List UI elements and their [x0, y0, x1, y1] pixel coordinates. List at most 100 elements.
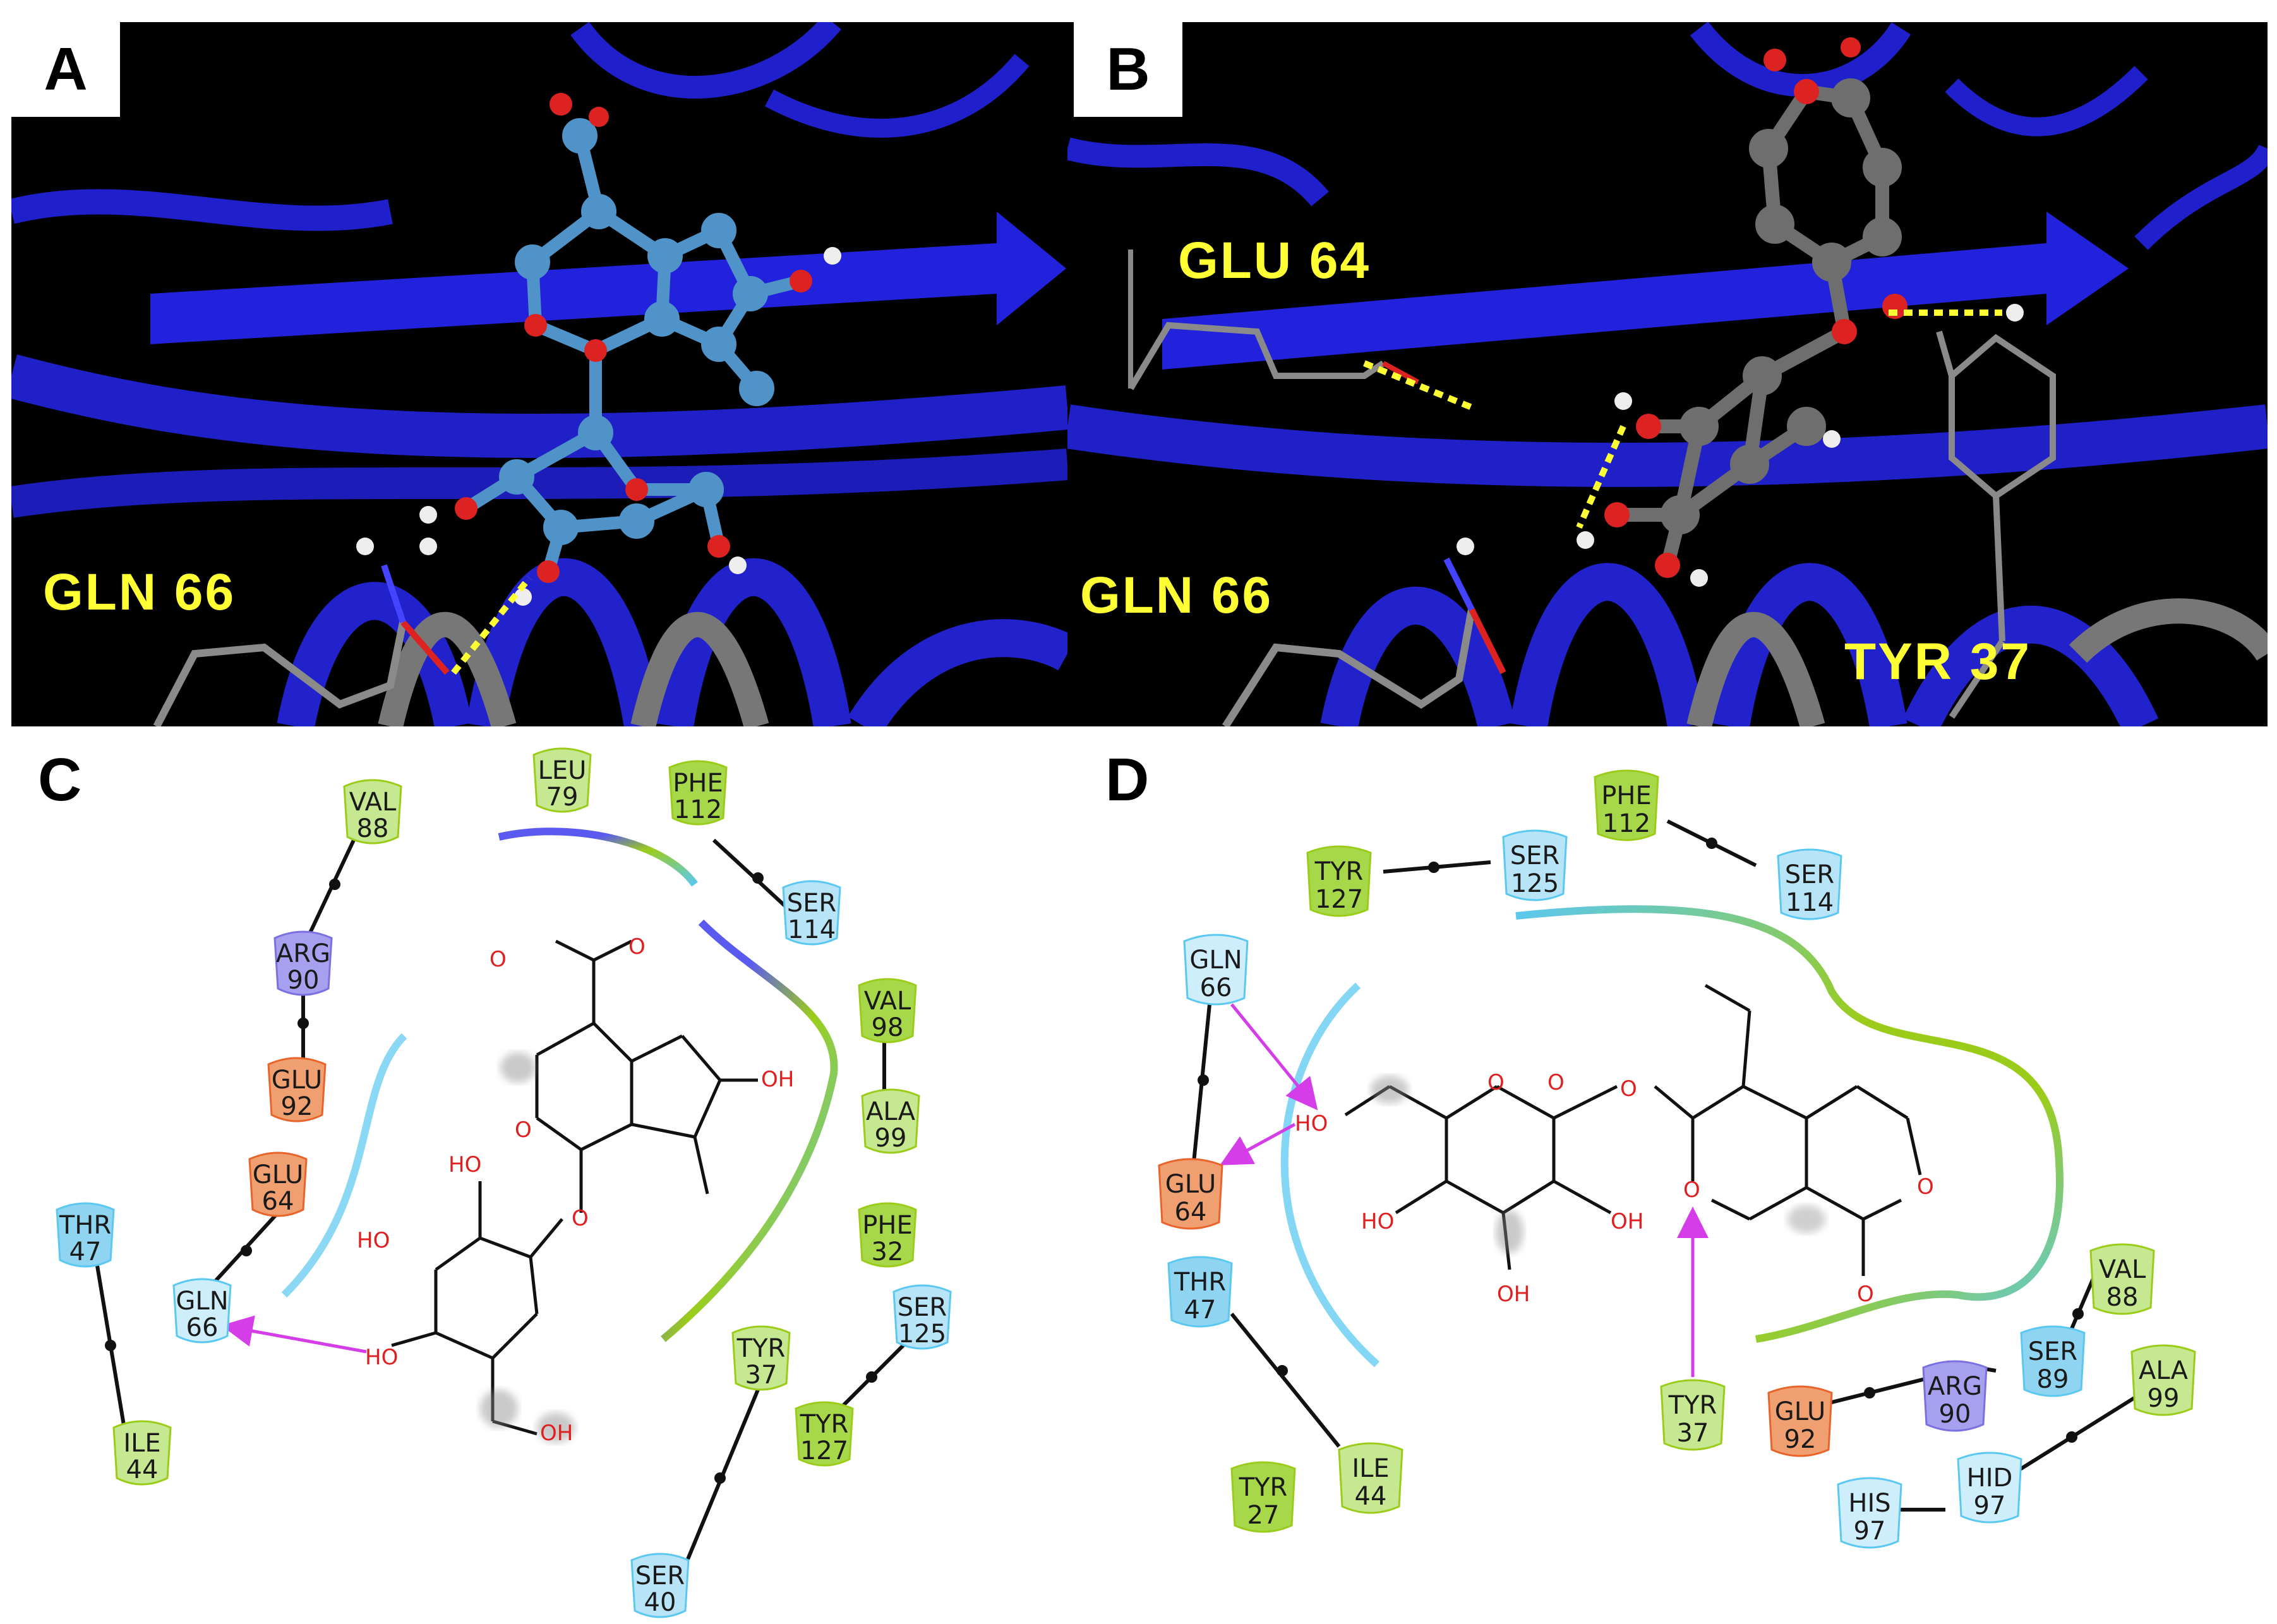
residue-d-num: 92 — [1784, 1425, 1817, 1454]
residue-d-name: SER — [1510, 841, 1559, 870]
residue-d-name: SER — [2028, 1337, 2077, 1366]
residue-d-name: HID — [1967, 1464, 2013, 1493]
residue-d-num: 97 — [1854, 1517, 1886, 1546]
panel-label-a: A — [11, 22, 120, 117]
atom-c-ho1: HO — [448, 1152, 481, 1177]
residue-d-num: 112 — [1602, 809, 1650, 838]
residue-d-name: VAL — [2099, 1255, 2146, 1284]
residue-d-name: ILE — [1352, 1454, 1389, 1483]
residue-c-name: TYR — [800, 1410, 849, 1439]
residue-d-num: 44 — [1355, 1482, 1387, 1511]
residue-c-num: 92 — [281, 1092, 313, 1121]
residue-c-name: SER — [898, 1293, 947, 1322]
atom-d-ho2: HO — [1361, 1209, 1394, 1234]
atom-c-o1: O — [490, 947, 507, 972]
residue-d-name: SER — [1785, 860, 1834, 889]
residue-c-num: 114 — [788, 915, 836, 944]
residue-d-name: ALA — [2139, 1356, 2189, 1385]
residue-c-num: 32 — [872, 1237, 904, 1266]
residue-d-name: GLU — [1775, 1397, 1826, 1426]
residue-d-num: 99 — [2148, 1384, 2180, 1413]
residue-c-name: SER — [635, 1561, 685, 1591]
panel-label-c: C — [38, 746, 82, 814]
residue-c-name: ILE — [123, 1429, 160, 1458]
atom-d-o6: O — [1547, 1070, 1565, 1095]
atom-d-oh1: OH — [1611, 1209, 1643, 1234]
residue-d-num: 90 — [1939, 1400, 1971, 1429]
residue-c-name: ALA — [866, 1097, 916, 1126]
residue-d-num: 88 — [2106, 1283, 2139, 1312]
atom-d-o3: O — [1683, 1177, 1700, 1203]
atom-c-ho3: HO — [365, 1345, 398, 1370]
residue-c-name: GLU — [272, 1066, 323, 1095]
panel-b-scene: GLU 64 GLN 66 TYR 37 — [1067, 22, 2268, 726]
residue-d-name: ARG — [1928, 1372, 1982, 1401]
residue-c-num: 99 — [875, 1124, 907, 1153]
residue-c-name: LEU — [538, 756, 587, 785]
residue-d-num: 66 — [1200, 973, 1232, 1002]
residue-c-num: 112 — [674, 795, 722, 824]
residue-c-num: 127 — [800, 1436, 848, 1465]
atom-d-o1: O — [1487, 1070, 1505, 1095]
atom-c-oh2: OH — [540, 1421, 573, 1446]
atom-d-oh2: OH — [1497, 1282, 1530, 1307]
residue-c-name: PHE — [673, 769, 723, 798]
panel-label-d: D — [1105, 746, 1150, 814]
atom-d-o4: O — [1917, 1174, 1934, 1200]
atom-d-ho1: HO — [1295, 1111, 1328, 1136]
panel-b-3d-view: GLU 64 GLN 66 TYR 37 — [1067, 22, 2268, 726]
panel-label-b: B — [1074, 22, 1182, 117]
residue-c-name: ARG — [276, 939, 330, 968]
residue-c-num: 90 — [287, 966, 320, 995]
atom-c-o3: O — [515, 1117, 532, 1143]
residue-c-name: TYR — [736, 1334, 786, 1363]
residue-c-name: VAL — [349, 788, 397, 817]
residue-c-num: 79 — [546, 783, 579, 812]
residue-d-num: 89 — [2037, 1365, 2069, 1394]
residue-d-name: TYR — [1314, 857, 1364, 886]
residue-c-name: THR — [59, 1211, 111, 1240]
residue-c-num: 88 — [357, 814, 389, 843]
residue-d-name: GLU — [1165, 1170, 1217, 1199]
residue-d-name: THR — [1174, 1268, 1226, 1297]
residue-d-name: TYR — [1239, 1473, 1288, 1502]
residue-c-name: PHE — [862, 1211, 912, 1240]
atom-c-oh1: OH — [761, 1067, 794, 1092]
residue-d-name: HIS — [1848, 1489, 1890, 1518]
residue-c-num: 37 — [745, 1361, 778, 1390]
residue-d-num: 97 — [1974, 1491, 2006, 1520]
residue-label-b-tyr37: TYR 37 — [1844, 633, 2031, 690]
ligand-a-model — [462, 118, 803, 574]
residue-c-name: VAL — [864, 987, 911, 1016]
atom-c-o2: O — [628, 934, 646, 959]
residue-c-num: 98 — [872, 1013, 904, 1042]
atom-d-o2: O — [1620, 1076, 1637, 1102]
residue-c-num: 64 — [262, 1187, 294, 1216]
residue-c-num: 125 — [898, 1320, 946, 1349]
residue-c-num: 66 — [186, 1313, 219, 1342]
residue-d-name: PHE — [1601, 781, 1651, 810]
residue-label-a-gln66: GLN 66 — [43, 563, 236, 621]
residue-d-num: 37 — [1677, 1419, 1709, 1448]
residue-d-num: 127 — [1315, 885, 1363, 914]
residue-d-num: 114 — [1786, 888, 1834, 917]
ligand-b-model — [1617, 78, 1902, 567]
atom-c-o4: O — [572, 1206, 589, 1231]
residue-c-name: SER — [787, 889, 836, 918]
residue-label-b-gln66: GLN 66 — [1080, 567, 1273, 624]
residue-d-num: 47 — [1184, 1296, 1217, 1325]
residue-label-b-glu64: GLU 64 — [1178, 232, 1371, 289]
residue-d-num: 27 — [1247, 1501, 1280, 1530]
residue-d-num: 64 — [1175, 1198, 1207, 1227]
atom-c-ho2: HO — [357, 1228, 390, 1253]
residue-c-name: GLU — [253, 1160, 304, 1189]
residue-d-num: 125 — [1511, 869, 1559, 898]
atom-d-o5: O — [1857, 1282, 1874, 1307]
panel-a-3d-view: GLN 66 — [11, 22, 1067, 726]
residue-d-name: TYR — [1668, 1391, 1717, 1420]
residue-c-name: GLN — [176, 1287, 228, 1316]
residue-c-num: 40 — [644, 1588, 676, 1617]
panel-a-scene: GLN 66 — [11, 22, 1067, 726]
